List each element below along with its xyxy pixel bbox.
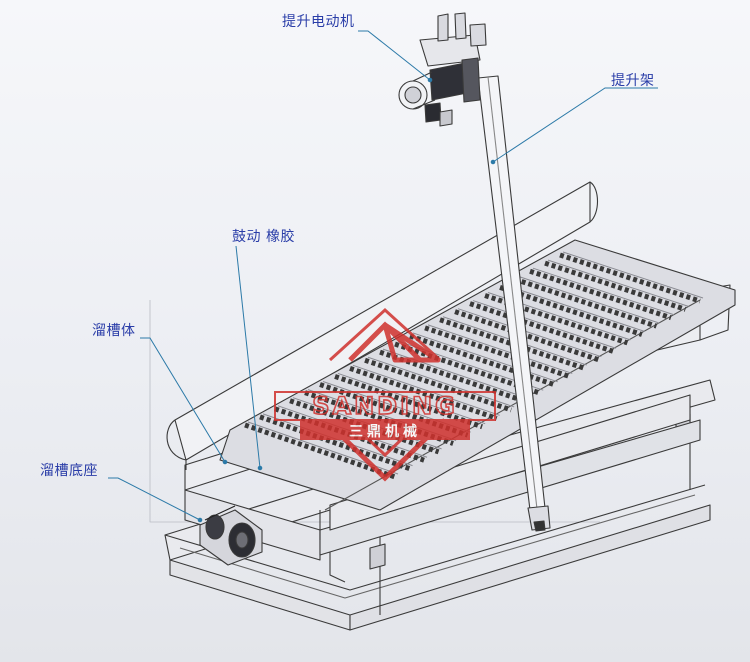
rubber-bar-edge bbox=[532, 267, 675, 316]
leader-drum-rubber bbox=[235, 245, 261, 469]
rubber-bar bbox=[319, 382, 469, 438]
rubber-bar bbox=[424, 325, 571, 379]
watermark-logo: SANDING 三鼎机械 bbox=[274, 307, 496, 482]
leader-trough-body bbox=[140, 337, 226, 463]
label-lift-motor: 提升电动机 bbox=[282, 14, 355, 30]
trough-lip bbox=[166, 181, 599, 470]
label-trough-body: 溜槽体 bbox=[92, 323, 136, 339]
rubber-bar-edge bbox=[382, 348, 529, 400]
leader-lift-motor bbox=[358, 30, 431, 81]
base-motor bbox=[199, 505, 263, 566]
leader-trough-base bbox=[108, 477, 201, 521]
watermark-sub: 三鼎机械 bbox=[349, 423, 421, 440]
rubber-bar bbox=[364, 357, 512, 413]
rubber-bar bbox=[544, 260, 687, 312]
rubber-bar bbox=[379, 349, 527, 404]
rubber-bar-edge bbox=[457, 308, 602, 358]
rubber-bar-edge bbox=[472, 300, 617, 349]
rubber-bar bbox=[334, 374, 483, 430]
rubber-bar bbox=[559, 252, 701, 304]
rubber-bar bbox=[514, 276, 658, 329]
rubber-bar-edge bbox=[337, 372, 486, 425]
rubber-bar bbox=[244, 422, 396, 480]
label-drum-rubber: 鼓动 橡胶 bbox=[232, 229, 295, 245]
rubber-bar bbox=[259, 414, 411, 471]
rubber-bar-edge bbox=[502, 283, 646, 332]
label-trough-base: 溜槽底座 bbox=[40, 463, 98, 479]
rubber-bar-edge bbox=[427, 324, 573, 374]
rubber-bar-edge bbox=[562, 251, 704, 299]
lift-motor bbox=[398, 12, 487, 127]
rubber-bar bbox=[529, 268, 672, 321]
rubber-bar-edge bbox=[352, 364, 500, 416]
leader-lift-frame bbox=[492, 87, 658, 163]
rubber-bar bbox=[439, 317, 585, 371]
leader-lines bbox=[108, 30, 658, 523]
rubber-bar bbox=[349, 365, 498, 421]
rubber-bar bbox=[499, 285, 643, 337]
rubber-bar-edge bbox=[547, 259, 689, 307]
rubber-bar-edge bbox=[517, 275, 660, 324]
rubber-bar-edge bbox=[412, 332, 558, 383]
rubber-bar bbox=[304, 390, 454, 446]
label-lift-frame: 提升架 bbox=[611, 73, 655, 89]
watermark-brand: SANDING bbox=[312, 392, 458, 420]
rubber-bar-edge bbox=[367, 356, 515, 408]
lift-frame bbox=[477, 75, 551, 532]
